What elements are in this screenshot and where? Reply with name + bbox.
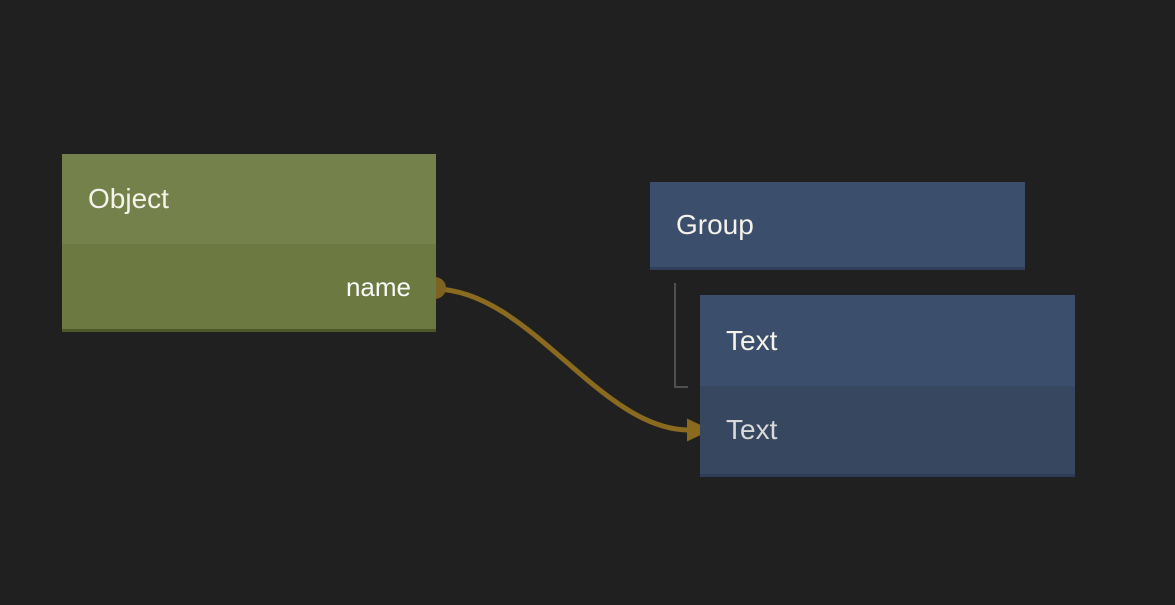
node-text-header[interactable]: Text (700, 295, 1075, 386)
node-text-title: Text (726, 324, 778, 356)
node-text-row[interactable]: Text (700, 386, 1075, 477)
node-group-title: Group (676, 208, 754, 240)
node-text-row-label: Text (726, 414, 778, 445)
node-text[interactable]: Text Text (700, 295, 1075, 477)
node-object[interactable]: Object name (62, 154, 436, 332)
arrowhead-icon (687, 418, 711, 442)
node-group[interactable]: Group (650, 182, 1025, 270)
node-object-body: name (62, 244, 436, 332)
connection-wire[interactable] (433, 286, 692, 433)
port-label-name: name (345, 271, 411, 302)
node-object-title: Object (88, 183, 169, 214)
node-object-header[interactable]: Object (62, 154, 436, 244)
tree-connector-line (674, 283, 688, 388)
